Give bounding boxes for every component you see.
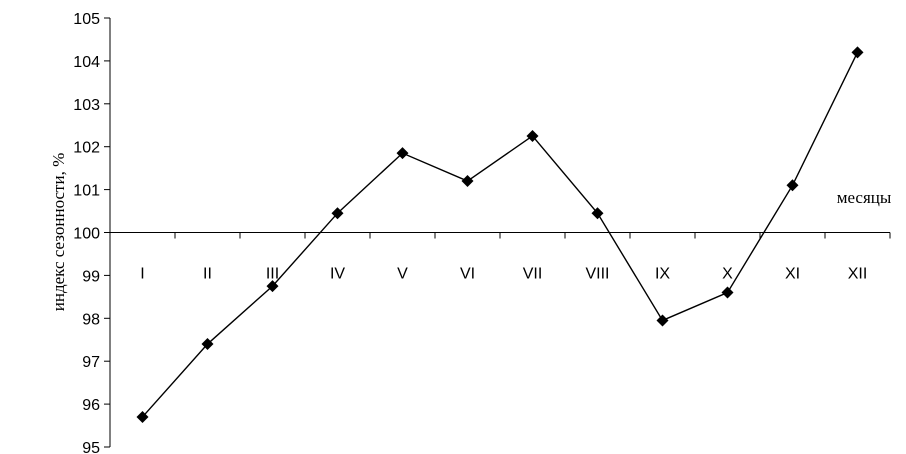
y-tick-label: 98	[82, 311, 100, 328]
y-axis-title: индекс сезонности, %	[49, 153, 68, 312]
x-tick-label: X	[722, 266, 733, 283]
x-tick-label: IV	[330, 266, 345, 283]
data-point-marker	[526, 129, 539, 142]
y-tick-label: 96	[82, 397, 100, 414]
x-tick-label: XII	[848, 266, 868, 283]
y-tick-label: 99	[82, 268, 100, 285]
x-tick-label: VII	[523, 266, 543, 283]
x-tick-label: I	[140, 266, 144, 283]
x-tick-label: III	[266, 266, 279, 283]
y-tick-label: 102	[73, 140, 100, 157]
x-tick-label: V	[397, 266, 408, 283]
x-tick-label: XI	[785, 266, 800, 283]
data-point-marker	[786, 179, 799, 192]
series-line	[136, 46, 864, 423]
data-point-marker	[396, 147, 409, 160]
y-tick-label: 97	[82, 354, 100, 371]
data-point-marker	[851, 46, 864, 59]
data-point-marker	[656, 314, 669, 327]
data-point-marker	[266, 280, 279, 293]
y-tick-label: 95	[82, 440, 100, 454]
y-tick-label: 103	[73, 97, 100, 114]
y-tick-label: 104	[73, 54, 100, 71]
y-axis: 95 96 97 98 99 100 101 102 103 104 105	[73, 11, 111, 454]
y-tick-label: 101	[73, 183, 100, 200]
y-tick-label: 105	[73, 11, 100, 28]
x-tick-label: II	[203, 266, 212, 283]
data-point-marker	[461, 175, 474, 188]
data-point-marker	[591, 207, 604, 220]
x-tick-label: VI	[460, 266, 475, 283]
y-tick-label: 100	[73, 226, 100, 243]
data-point-marker	[331, 207, 344, 220]
x-tick-label: IX	[655, 266, 670, 283]
data-point-marker	[201, 338, 214, 351]
data-point-marker	[136, 410, 149, 423]
x-axis-title: месяцы	[837, 188, 892, 207]
series-line-path	[141, 52, 859, 418]
data-point-marker	[721, 286, 734, 299]
x-tick-label: VIII	[585, 266, 609, 283]
